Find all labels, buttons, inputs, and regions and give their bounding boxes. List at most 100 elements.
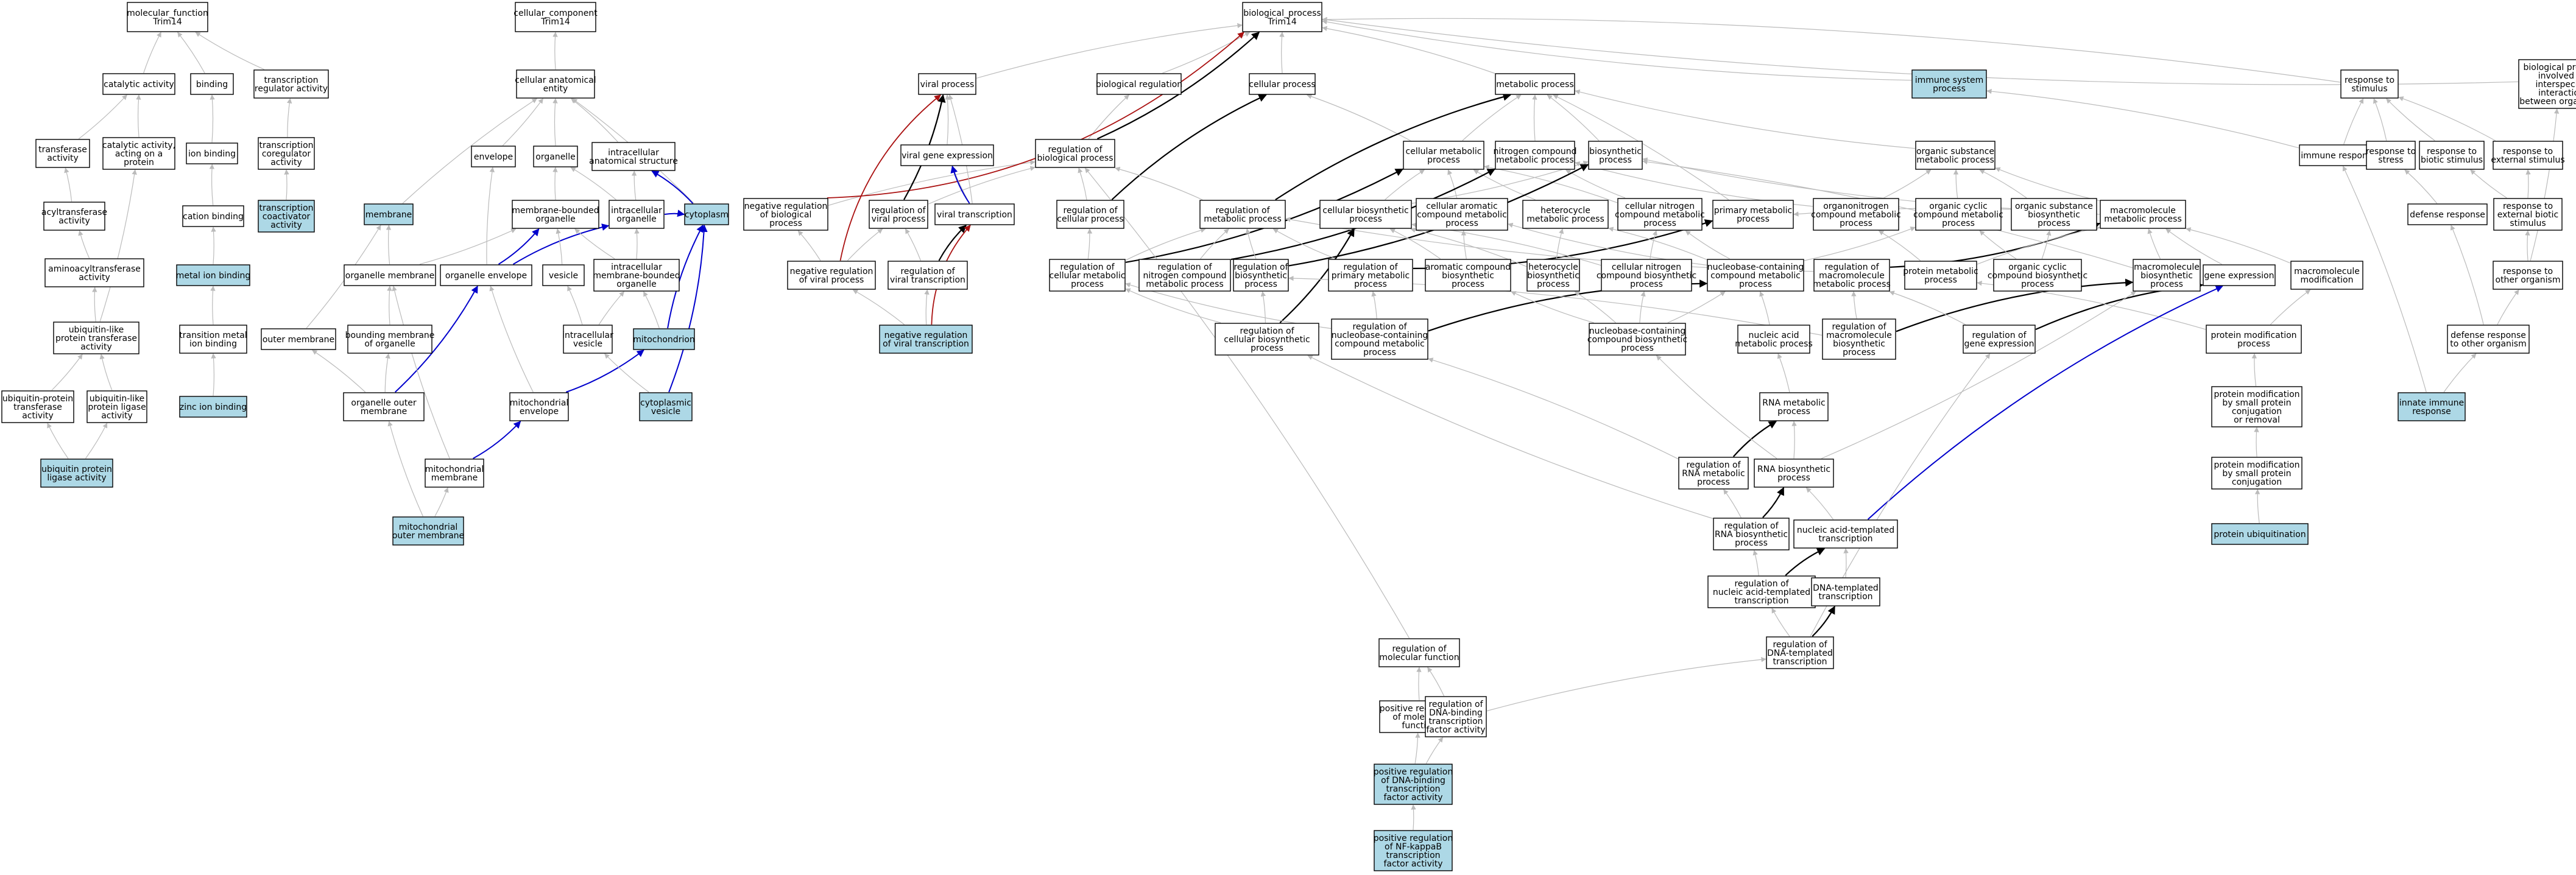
go-term-node-orgmem[interactable]: organelle membrane	[344, 264, 436, 286]
go-term-node-regmbp[interactable]: regulation ofmacromoleculebiosyntheticpr…	[1822, 318, 1896, 360]
go-term-node-ionbind[interactable]: ion binding	[186, 142, 238, 164]
go-term-node-binding[interactable]: binding	[190, 73, 234, 95]
go-term-node-catalytic[interactable]: catalytic activity	[102, 73, 175, 95]
go-term-node-vesicle[interactable]: vesicle	[542, 264, 585, 286]
go-term-node-metproc[interactable]: metabolic process	[1495, 73, 1575, 95]
go-term-node-regdbtf[interactable]: regulation ofDNA-bindingtranscriptionfac…	[1425, 696, 1487, 737]
go-term-node-organelle[interactable]: organelle	[533, 146, 578, 167]
go-term-node-cellproc[interactable]: cellular process	[1249, 73, 1316, 95]
go-term-node-bioreg[interactable]: biological regulation	[1096, 73, 1182, 95]
go-term-node-orgenv[interactable]: organelle envelope	[440, 264, 532, 286]
go-term-node-vtrans[interactable]: viral transcription	[934, 203, 1015, 225]
go-term-node-envelope[interactable]: envelope	[471, 146, 516, 167]
go-term-node-interorg[interactable]: biological processinvolved ininterspecie…	[2518, 59, 2576, 109]
go-term-node-cation[interactable]: cation binding	[182, 205, 244, 227]
go-term-node-regnbcmp[interactable]: regulation ofnucleobase-containingcompou…	[1331, 318, 1428, 360]
go-term-node-metalion[interactable]: metal ion binding	[176, 264, 251, 286]
go-term-node-mito[interactable]: mitochondrion	[633, 328, 695, 350]
go-term-node-cytoplasm[interactable]: cytoplasm	[684, 203, 729, 225]
go-term-node-zinc[interactable]: zinc ion binding	[179, 396, 247, 418]
go-term-node-geneexp[interactable]: gene expression	[2203, 264, 2276, 286]
go-term-node-membrane[interactable]: membrane	[364, 203, 414, 225]
go-term-node-defresp[interactable]: defense response	[2407, 203, 2488, 225]
